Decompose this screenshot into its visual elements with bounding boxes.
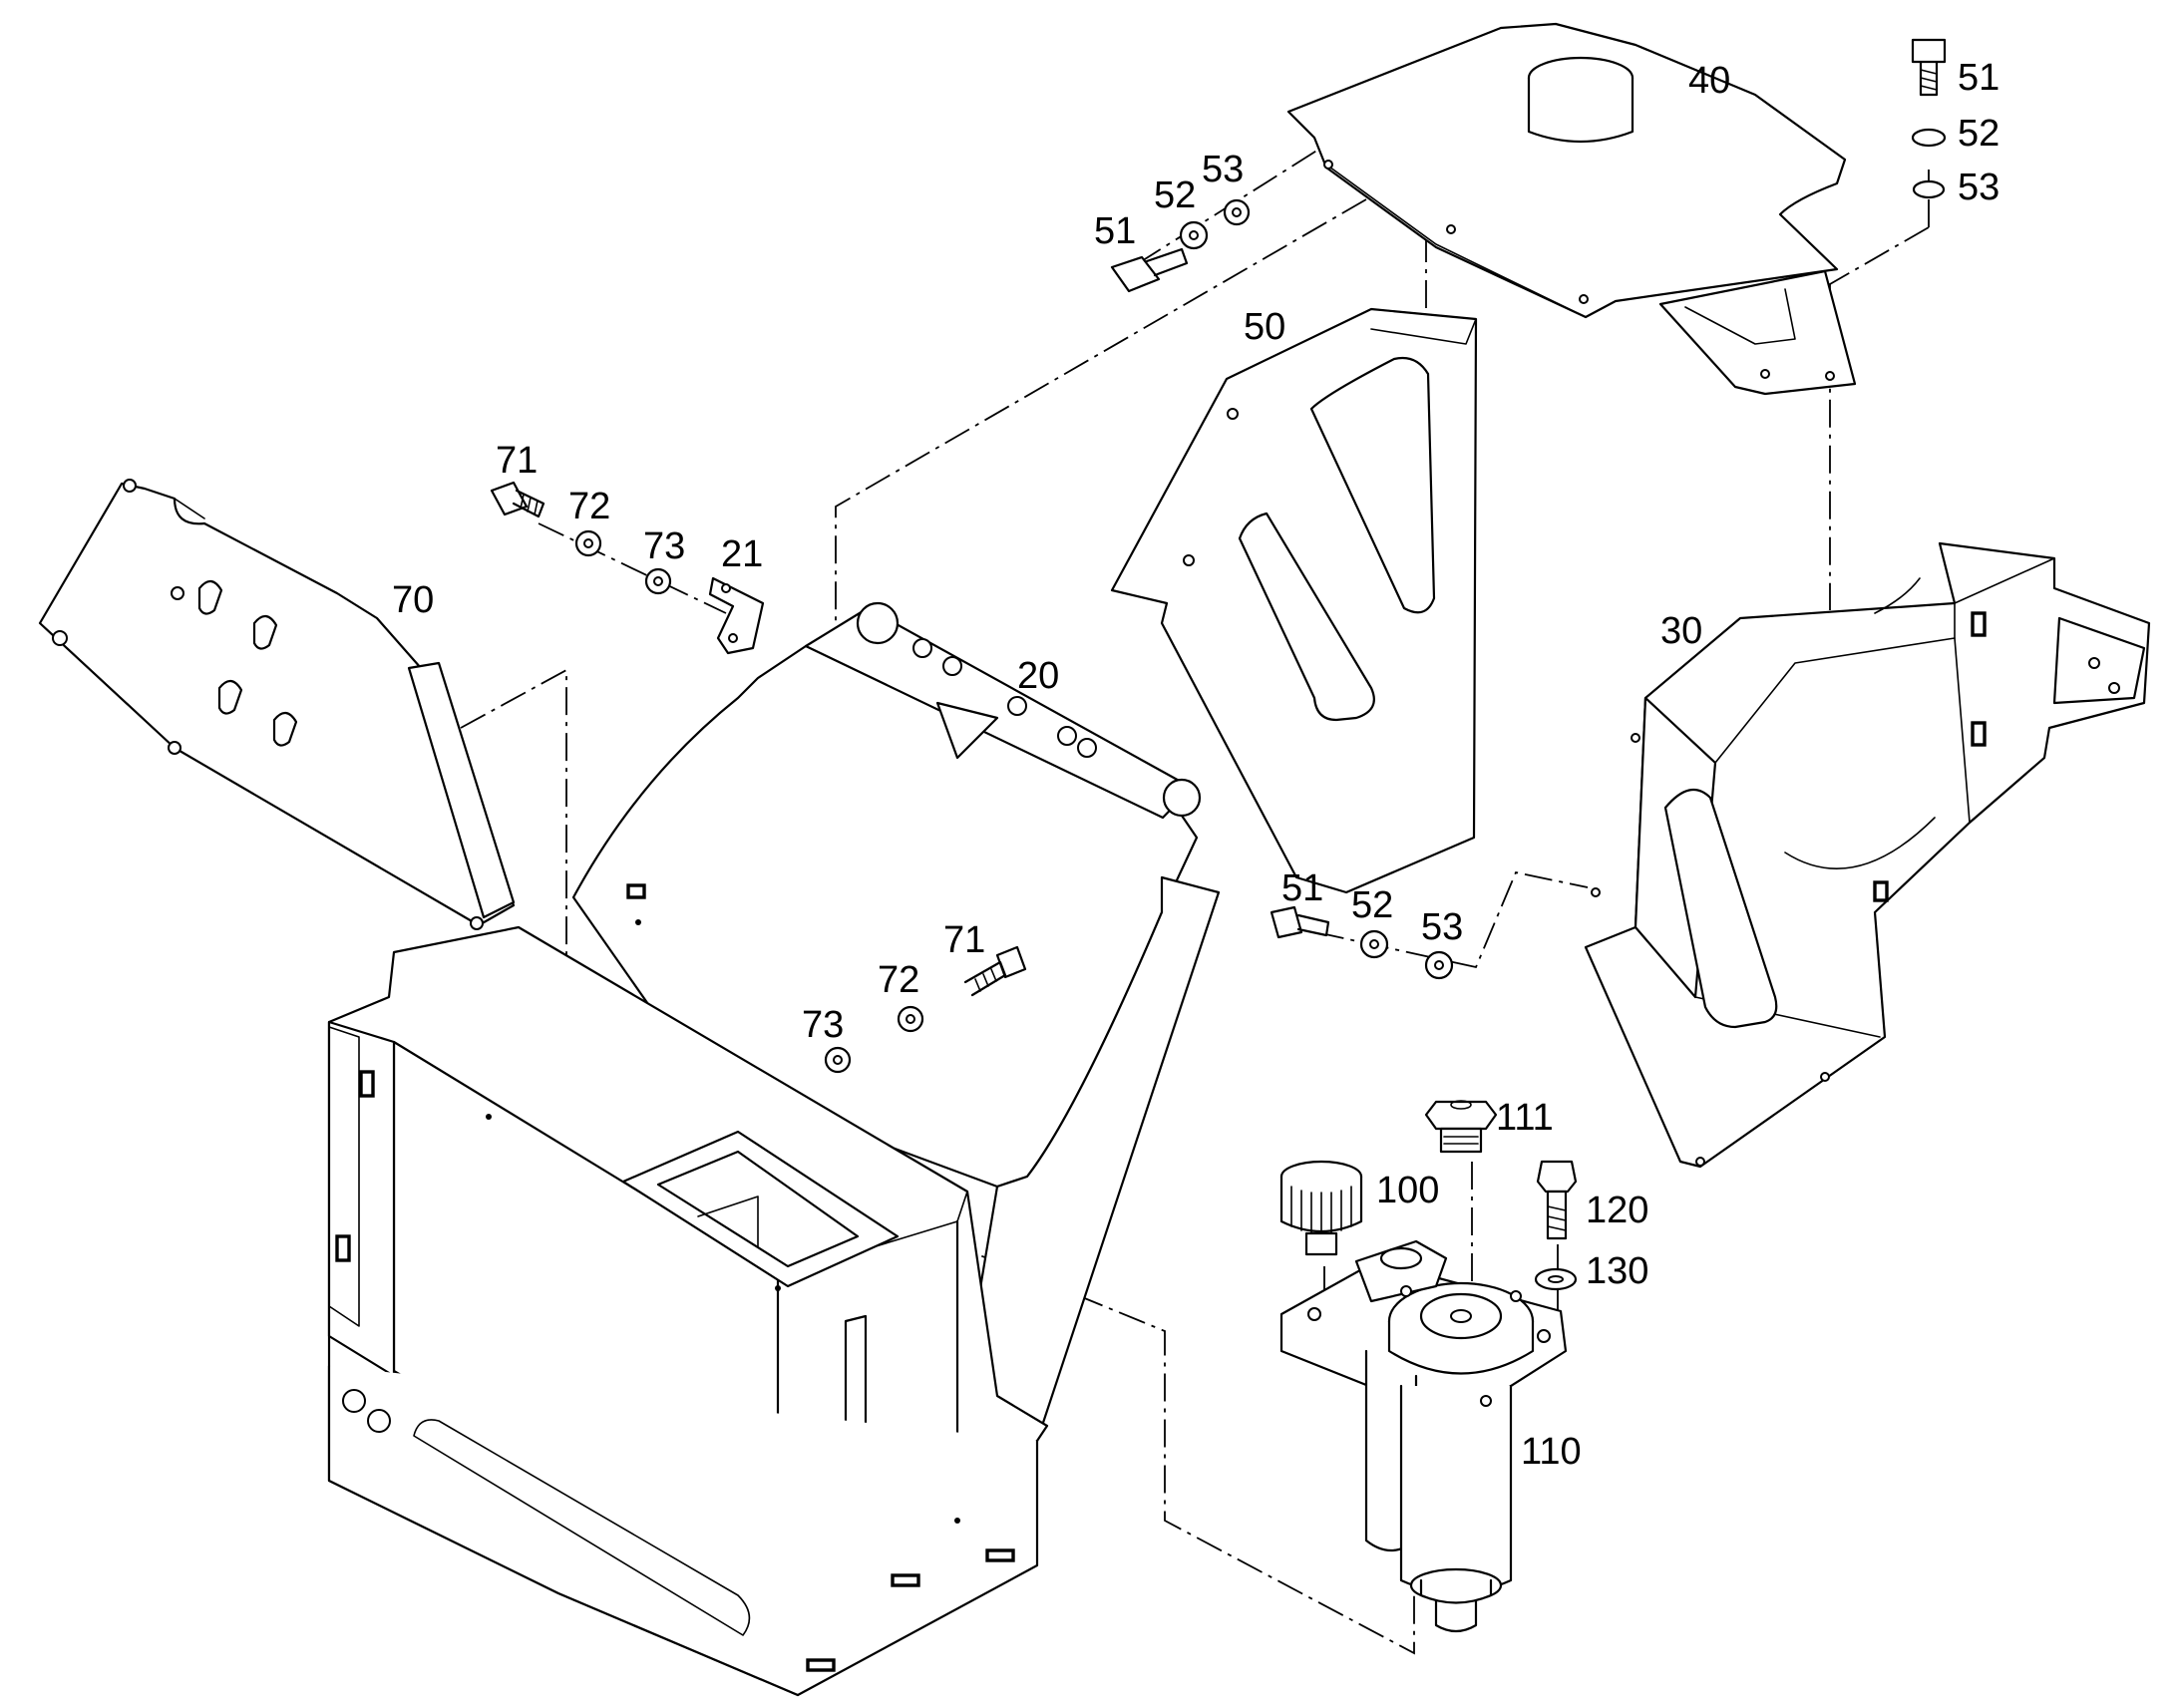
fastener-stack-lower xyxy=(824,945,1027,1074)
callout-71-low: 71 xyxy=(943,919,985,961)
callout-53-top: 53 xyxy=(1202,149,1244,190)
leader-71-to-21 xyxy=(538,522,727,614)
part-100-filler-cap xyxy=(1279,1160,1363,1256)
bolt-51-top xyxy=(1110,247,1189,293)
leader-tank-to-pump xyxy=(787,1122,1415,1655)
callout-100: 100 xyxy=(1376,1170,1439,1211)
fastener-stack-upper-left xyxy=(490,481,672,595)
callout-53-top-right: 53 xyxy=(1958,167,1999,208)
callout-73-low: 73 xyxy=(802,1004,844,1046)
callout-51-top-right: 51 xyxy=(1958,57,1999,99)
callout-111: 111 xyxy=(1496,1097,1554,1139)
bolt-71-upper xyxy=(490,481,545,518)
callout-73-top: 73 xyxy=(643,525,685,567)
callout-72-top: 72 xyxy=(568,486,610,527)
callout-70: 70 xyxy=(392,579,434,621)
part-130-washer xyxy=(1534,1267,1578,1291)
callout-20: 20 xyxy=(1017,655,1059,697)
callout-120: 120 xyxy=(1586,1190,1648,1231)
callout-21: 21 xyxy=(721,533,763,575)
callout-52-top: 52 xyxy=(1154,174,1196,216)
washer-53-top-right xyxy=(1912,179,1946,199)
part-21-bracket xyxy=(708,576,765,655)
bolt-51-top-right xyxy=(1911,38,1947,97)
fastener-stack-top-right xyxy=(1911,38,1947,199)
leader-51mid-to-30 xyxy=(1315,870,1589,969)
fastener-stack-top xyxy=(1110,198,1251,293)
callout-52-top-right: 52 xyxy=(1958,113,1999,155)
part-111-plug xyxy=(1424,1100,1498,1154)
callout-51-top: 51 xyxy=(1094,210,1136,252)
callout-130: 130 xyxy=(1586,1250,1648,1292)
callout-40: 40 xyxy=(1688,60,1730,102)
bolt-71-lower xyxy=(963,945,1027,997)
part-70-left-plate xyxy=(38,479,516,930)
part-20-main-frame xyxy=(327,601,1221,1697)
bolt-51-mid xyxy=(1270,905,1330,939)
part-40-top-cover xyxy=(1286,22,1857,396)
part-120-bolt xyxy=(1536,1160,1578,1240)
callout-71-top: 71 xyxy=(496,440,538,482)
part-30-right-frame xyxy=(1584,541,2151,1169)
callout-labels: 40 51 52 53 51 52 53 50 71 72 73 21 70 2… xyxy=(392,57,1999,1473)
callout-30: 30 xyxy=(1660,610,1702,652)
washer-52-top-right xyxy=(1911,128,1947,148)
fastener-stack-mid xyxy=(1270,905,1454,980)
callout-53-mid: 53 xyxy=(1421,906,1463,948)
part-110-filter-assembly xyxy=(1279,1239,1568,1633)
callout-51-mid: 51 xyxy=(1281,867,1323,909)
part-50-side-panel xyxy=(1110,307,1478,894)
callout-52-mid: 52 xyxy=(1351,884,1393,926)
callout-110: 110 xyxy=(1521,1431,1582,1473)
leader-51tr-to-30 xyxy=(1829,170,1930,610)
callout-72-low: 72 xyxy=(878,959,919,1001)
callout-50: 50 xyxy=(1244,306,1285,348)
